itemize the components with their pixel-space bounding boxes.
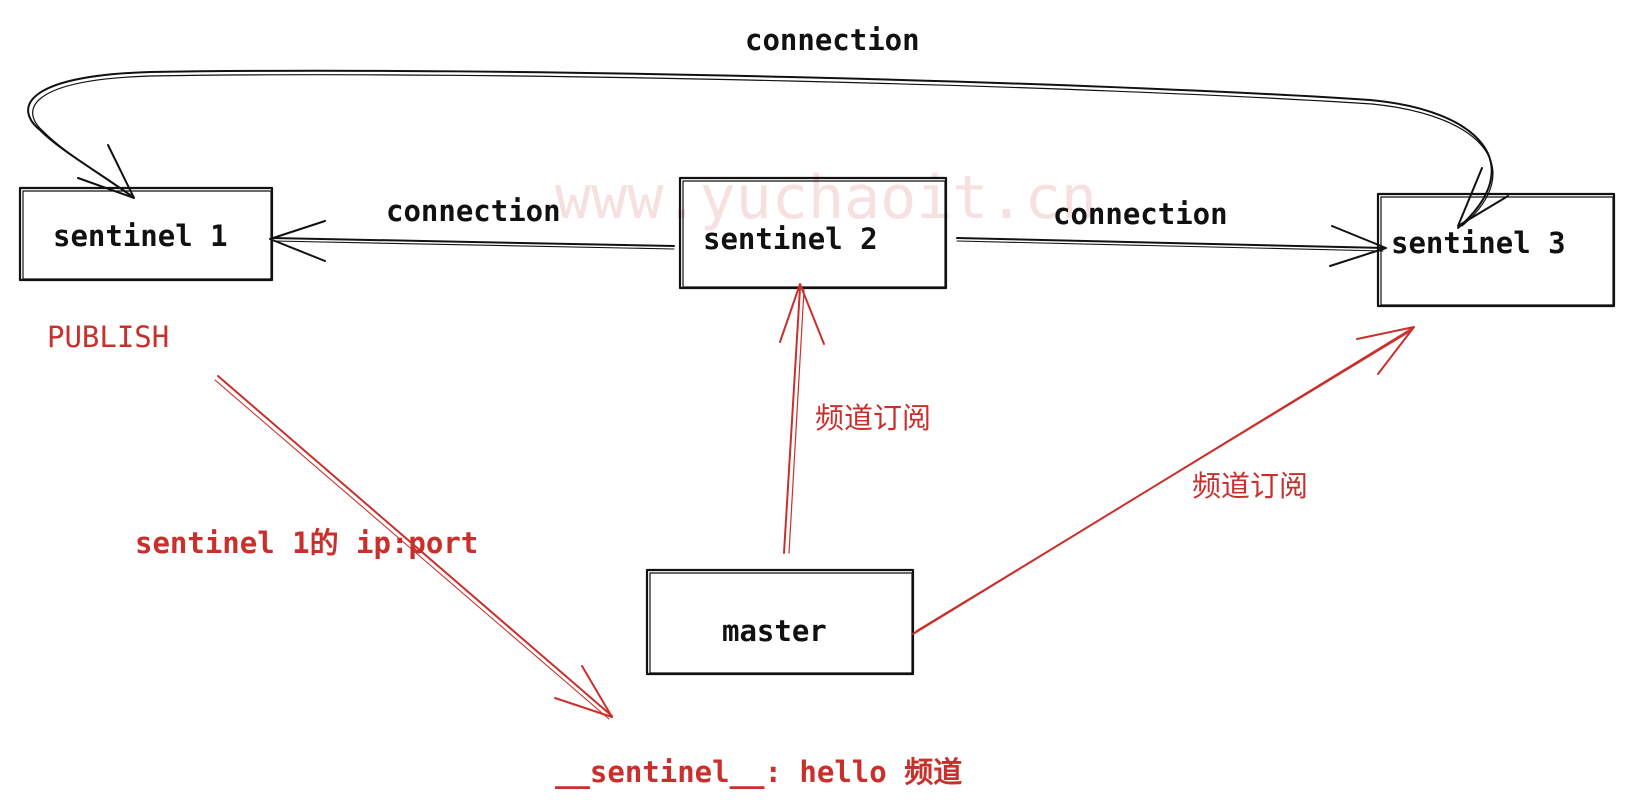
s2-to-s1-edge: connection xyxy=(269,194,675,262)
s2-to-s1-line xyxy=(271,237,675,247)
master-label: master xyxy=(722,614,827,648)
payload-label: sentinel 1的 ip:port xyxy=(135,526,478,560)
master-to-s3-label: 频道订阅 xyxy=(1192,469,1308,503)
publish-edge: PUBLISH sentinel 1的 ip:port __sentinel__… xyxy=(47,320,962,789)
master-to-s2-arrowhead xyxy=(779,283,825,345)
s2-to-s1-line-sketch xyxy=(273,240,675,250)
channel-label: __sentinel__: hello 频道 xyxy=(555,755,962,789)
top-connection-edge: connection xyxy=(27,23,1509,229)
master-to-s2-line-sketch xyxy=(788,289,805,554)
s2-to-s3-edge: connection xyxy=(956,197,1387,267)
top-connection-curve xyxy=(27,69,1493,229)
master-to-s2-label: 频道订阅 xyxy=(815,401,931,435)
s2-to-s3-line xyxy=(956,237,1386,249)
publish-arrowhead xyxy=(554,665,613,718)
sentinel-1-label: sentinel 1 xyxy=(53,219,228,253)
s2-to-s3-line-sketch xyxy=(956,240,1384,252)
sentinel-2-node: sentinel 2 xyxy=(678,176,948,290)
top-connection-curve-sketch xyxy=(32,74,1494,227)
top-connection-arrowhead-s3 xyxy=(1457,167,1509,227)
master-to-s3-arrowhead xyxy=(1356,326,1415,375)
master-node: master xyxy=(645,568,915,676)
sentinel-1-node: sentinel 1 xyxy=(18,186,274,282)
sentinel-2-label: sentinel 2 xyxy=(703,222,878,256)
sentinel-3-label: sentinel 3 xyxy=(1391,226,1566,260)
s2-to-s1-arrowhead xyxy=(269,220,326,262)
master-to-s2-edge: 频道订阅 xyxy=(779,283,931,554)
publish-line-sketch xyxy=(214,379,610,720)
watermark: www.yuchaoit.cn xyxy=(555,163,1097,233)
master-to-s3-line-sketch xyxy=(915,330,1412,632)
sentinel-2-box-sketch xyxy=(682,180,946,288)
publish-label: PUBLISH xyxy=(47,320,169,354)
s2-to-s3-label: connection xyxy=(1053,197,1228,231)
master-to-s3-edge: 频道订阅 xyxy=(912,326,1415,635)
sentinel-1-box-sketch xyxy=(22,190,272,280)
top-connection-arrowhead-s1 xyxy=(77,144,135,199)
master-to-s2-line xyxy=(783,287,801,554)
publish-line xyxy=(217,375,613,717)
top-connection-label: connection xyxy=(745,23,920,57)
sentinel-1-box xyxy=(18,186,274,282)
master-box-sketch xyxy=(649,572,913,674)
sentinel-3-node: sentinel 3 xyxy=(1376,192,1616,308)
s2-to-s3-arrowhead xyxy=(1329,225,1387,267)
sentinel-2-box xyxy=(678,176,948,290)
s2-to-s1-label: connection xyxy=(386,194,561,228)
master-box xyxy=(645,568,915,676)
